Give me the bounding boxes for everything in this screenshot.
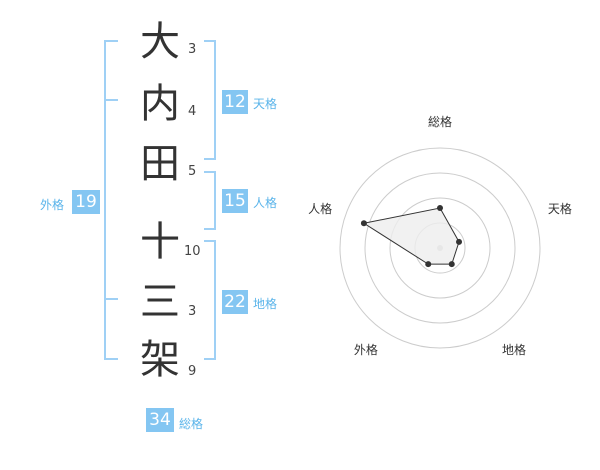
- gaikaku-bracket-tick-upper: [104, 99, 118, 101]
- name-char-4: 十: [140, 219, 180, 265]
- radar-axis-label-4: 外格: [354, 342, 378, 357]
- radar-point-2: [456, 238, 463, 245]
- tenkaku-value: 12: [222, 90, 248, 114]
- chikaku-bracket-vertical: [214, 240, 216, 360]
- tenkaku-bracket-vertical: [214, 40, 216, 160]
- radar-ring-4: [339, 147, 541, 349]
- name-char-6: 架: [140, 337, 180, 383]
- gaikaku-bracket-tick-lower: [104, 298, 118, 300]
- stroke-count-3: 5: [188, 164, 197, 179]
- stroke-count-4: 10: [184, 244, 201, 259]
- chikaku-value: 22: [222, 290, 248, 314]
- jinkaku-label: 人格: [253, 196, 278, 210]
- radar-point-5: [360, 220, 367, 227]
- name-char-5: 三: [140, 279, 180, 325]
- name-char-3: 田: [140, 141, 180, 187]
- jinkaku-bracket-bottom: [204, 228, 216, 230]
- jinkaku-bracket-vertical: [214, 171, 216, 230]
- chikaku-bracket-bottom: [204, 358, 216, 360]
- radar-point-4: [425, 261, 432, 268]
- gaikaku-label: 外格: [40, 198, 65, 212]
- radar-series-polygon: [362, 207, 460, 265]
- stroke-count-2: 4: [188, 104, 197, 119]
- chikaku-label: 地格: [253, 297, 278, 311]
- radar-ring-2: [389, 197, 491, 299]
- chikaku-bracket-top: [204, 240, 216, 242]
- stroke-count-5: 3: [188, 304, 197, 319]
- radar-axis-label-2: 天格: [548, 201, 572, 216]
- tenkaku-bracket-bottom: [204, 158, 216, 160]
- soukaku-label: 総格: [179, 417, 204, 431]
- name-char-1: 大: [140, 19, 180, 65]
- radar-point-3: [448, 261, 455, 268]
- radar-ring-3: [364, 172, 516, 324]
- stroke-count-1: 3: [188, 42, 197, 57]
- jinkaku-value: 15: [222, 189, 248, 213]
- tenkaku-label: 天格: [253, 97, 278, 111]
- radar-axis-label-1: 総格: [428, 114, 452, 129]
- soukaku-value: 34: [146, 408, 174, 432]
- name-char-2: 内: [140, 81, 180, 127]
- gaikaku-bracket-bottom: [104, 358, 118, 360]
- radar-point-1: [437, 205, 443, 211]
- stroke-count-6: 9: [188, 364, 197, 379]
- radar-center: [437, 245, 443, 251]
- radar-axis-label-3: 地格: [502, 342, 526, 357]
- jinkaku-bracket-top: [204, 171, 216, 173]
- gaikaku-value: 19: [72, 190, 100, 214]
- radar-ring-1: [414, 222, 466, 274]
- tenkaku-bracket-top: [204, 40, 216, 42]
- gaikaku-bracket-vertical: [104, 40, 106, 360]
- radar-axis-label-5: 人格: [308, 201, 332, 216]
- gaikaku-bracket-top: [104, 40, 118, 42]
